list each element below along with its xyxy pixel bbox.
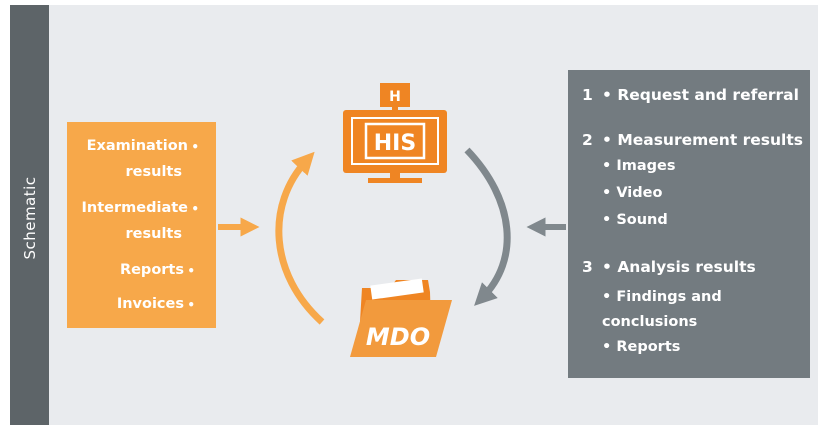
left-info-box: Examination • results Intermediate • res… <box>67 122 216 328</box>
side-bar <box>10 5 49 425</box>
his-monitor-icon: H HIS <box>343 83 447 183</box>
bullet-dot: • <box>191 140 199 154</box>
left-item-reports: Reports <box>119 262 184 278</box>
group-item-text: Reports <box>616 339 681 355</box>
mdo-folder-icon: MDO <box>350 278 452 357</box>
group-title-2-text: Measurement results <box>617 131 803 149</box>
bullet-dot: • <box>191 202 199 216</box>
bullet-dot: • <box>187 298 195 312</box>
group-item-text: Video <box>616 185 663 201</box>
group-item: • Images <box>602 158 676 174</box>
mdo-label: MDO <box>366 323 430 351</box>
group-item: • Sound <box>602 212 668 228</box>
cycle-arrow-gray <box>464 147 511 306</box>
left-item-examination-line2: results <box>125 164 182 180</box>
bullet-dot: • <box>187 264 195 278</box>
group-number-2: 2 <box>582 131 593 149</box>
group-title-1-text: Request and referral <box>617 86 799 104</box>
his-label: HIS <box>374 131 416 156</box>
left-item-intermediate-line2: results <box>125 226 182 242</box>
group-title-1: • Request and referral <box>602 86 799 104</box>
group-item: • Reports <box>602 339 681 355</box>
cycle-arrow-orange <box>275 151 325 325</box>
his-badge-letter: H <box>389 89 401 105</box>
group-title-3-text: Analysis results <box>617 258 756 276</box>
group-number-3: 3 <box>582 258 593 276</box>
left-item-examination-line1: Examination <box>86 138 188 154</box>
group-title-3: • Analysis results <box>602 258 756 276</box>
group-item: • Video <box>602 185 663 201</box>
group-title-2: • Measurement results <box>602 131 803 149</box>
group-item-text: Images <box>616 158 676 174</box>
group-number-1: 1 <box>582 86 593 104</box>
group-item-text: Sound <box>616 212 668 228</box>
group-item-text: Findings and conclusions <box>602 289 722 330</box>
right-info-box: 1 • Request and referral 2 • Measurement… <box>568 70 810 378</box>
left-item-intermediate-line1: Intermediate <box>81 200 188 216</box>
left-item-invoices: Invoices <box>116 296 184 312</box>
group-item: • Findings and conclusions <box>602 289 722 330</box>
